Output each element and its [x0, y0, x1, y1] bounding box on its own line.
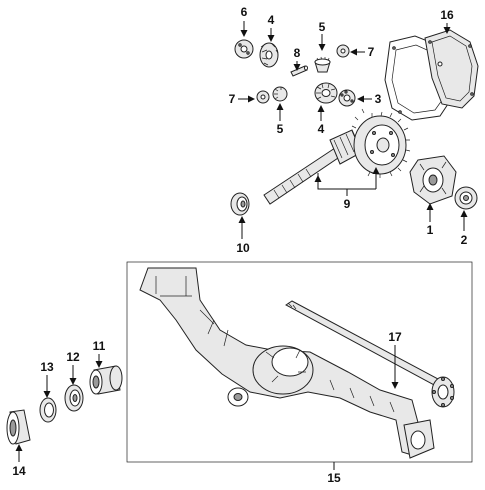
- cup-part-14: [6, 409, 31, 445]
- bearing-part-2: [454, 186, 478, 210]
- side-gear-part-4: [259, 42, 279, 68]
- drive-pinion-part-9: [263, 129, 363, 205]
- callout-5-top: 5: [319, 20, 326, 34]
- callout-17: 17: [388, 330, 402, 344]
- axle-housing-part-15: [139, 267, 435, 459]
- callout-13: 13: [40, 360, 54, 374]
- callout-15: 15: [327, 471, 341, 485]
- callout-8: 8: [294, 46, 301, 60]
- seal-part-12: [64, 384, 84, 412]
- pinion-bearing-part-10: [230, 192, 250, 216]
- callout-11: 11: [93, 339, 106, 353]
- callout-6: 6: [241, 5, 248, 19]
- pinion-gear-part-5-left: [272, 86, 288, 102]
- bearing-part-11: [89, 365, 123, 395]
- differential-case-part-1: [409, 155, 457, 205]
- callout-16: 16: [440, 8, 454, 22]
- callout-1: 1: [427, 223, 434, 237]
- callout-4-lower: 4: [318, 122, 325, 136]
- side-gear-part-4-lower: [314, 82, 338, 104]
- pinion-gear-part-5-top: [314, 56, 331, 73]
- washer-part-6: [234, 39, 254, 59]
- retainer-part-13: [39, 397, 57, 423]
- callout-5-left: 5: [277, 122, 284, 136]
- callout-2: 2: [461, 233, 468, 247]
- leader-9-bracket: [317, 173, 376, 190]
- thrust-washer-part-3: [338, 89, 356, 107]
- callout-12: 12: [66, 350, 80, 364]
- callout-9: 9: [344, 197, 351, 211]
- washer-part-7-top: [336, 44, 350, 58]
- callout-7-top: 7: [368, 45, 375, 59]
- callout-10: 10: [236, 241, 250, 255]
- callout-4-top: 4: [268, 13, 275, 27]
- pinion-shaft-part-8: [290, 65, 308, 77]
- callout-14: 14: [12, 464, 26, 478]
- axle-housing-frame: [126, 261, 473, 463]
- callout-3: 3: [375, 92, 382, 106]
- callout-7-left: 7: [229, 92, 236, 106]
- axle-shaft-part-17: [285, 300, 455, 408]
- cover-part-16: [424, 29, 479, 109]
- ring-gear-part-9: [351, 108, 411, 178]
- washer-part-7-left: [256, 90, 270, 104]
